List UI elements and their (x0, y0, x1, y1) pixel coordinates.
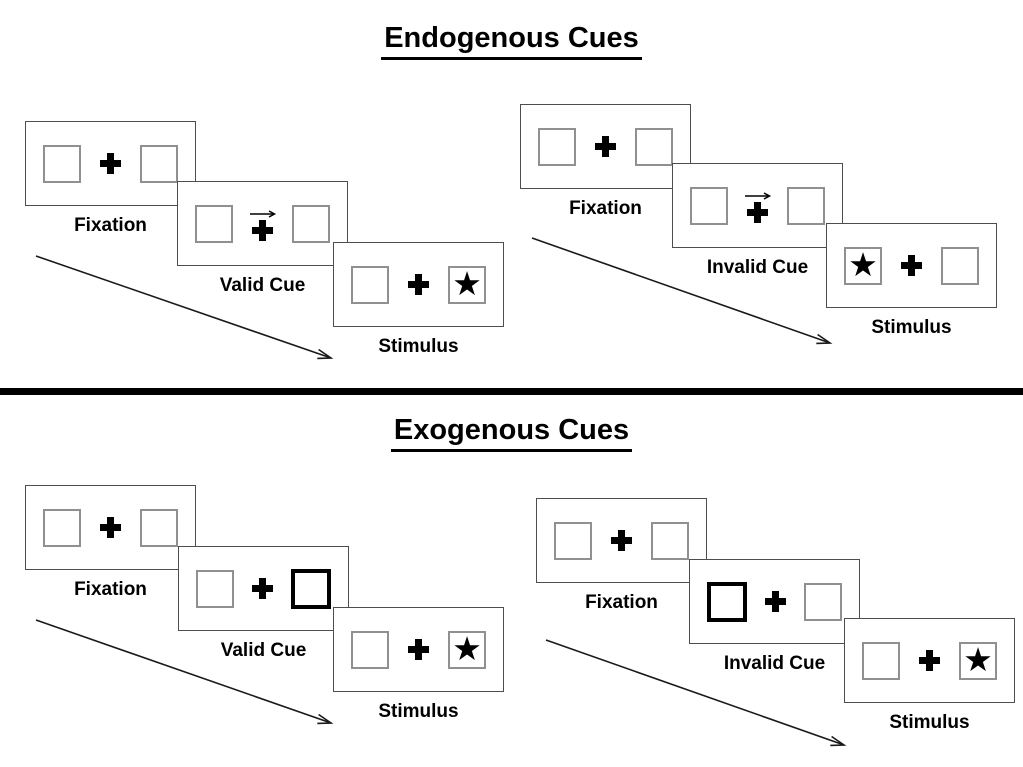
step-fixation: Fixation (520, 104, 691, 220)
right-box (292, 204, 330, 243)
step-label: Fixation (74, 579, 147, 600)
step-stimulus: ★ Stimulus (333, 242, 504, 358)
left-box (351, 630, 389, 669)
right-box-with-target: ★ (959, 641, 997, 680)
fixation-cross-icon (408, 274, 429, 295)
fixation-display (520, 104, 691, 189)
fixation-cross-icon (901, 255, 922, 276)
right-box (787, 186, 825, 225)
fixation-cross-icon (595, 136, 616, 157)
step-label: Invalid Cue (706, 257, 809, 278)
section-title-exogenous-text: Exogenous Cues (390, 414, 633, 452)
time-flow-arrow (35, 619, 334, 725)
target-star-icon: ★ (452, 265, 482, 302)
target-star-icon: ★ (963, 641, 993, 678)
step-valid-cue: Valid Cue (178, 546, 349, 662)
right-box-with-target: ★ (448, 265, 486, 304)
step-fixation: Fixation (25, 121, 196, 237)
right-box-highlight-cue (291, 568, 331, 609)
fixation-cross-icon (919, 650, 940, 671)
stimulus-display: ★ (844, 618, 1015, 703)
time-flow-arrow (35, 255, 334, 360)
fixation-cross-icon (252, 219, 273, 241)
step-label: Fixation (585, 592, 658, 613)
step-label: Stimulus (889, 712, 970, 733)
left-box (195, 204, 233, 243)
right-box (804, 582, 842, 621)
stimulus-display: ★ (826, 223, 997, 308)
step-stimulus: ★ Stimulus (333, 607, 504, 723)
left-box (538, 127, 576, 166)
cue-display (689, 559, 860, 644)
fixation-cross-icon (765, 591, 786, 612)
step-label: Valid Cue (219, 275, 306, 296)
right-box (140, 508, 178, 547)
step-label: Invalid Cue (723, 653, 826, 674)
target-star-icon: ★ (452, 630, 482, 667)
fixation-cross-icon (408, 639, 429, 660)
fixation-cross-icon (611, 530, 632, 551)
fixation-cross-icon (252, 578, 273, 599)
central-cue (743, 189, 773, 223)
section-title-exogenous: Exogenous Cues (0, 414, 1023, 452)
step-stimulus: ★ Stimulus (826, 223, 997, 339)
cue-display (178, 546, 349, 631)
step-label: Fixation (74, 215, 147, 236)
left-box-highlight-cue (707, 581, 747, 622)
time-flow-arrow (545, 639, 847, 747)
left-box (351, 265, 389, 304)
step-label: Stimulus (871, 317, 952, 338)
central-cue (248, 207, 278, 241)
stimulus-display: ★ (333, 242, 504, 327)
right-box (140, 144, 178, 183)
left-box (43, 508, 81, 547)
right-box-with-target: ★ (448, 630, 486, 669)
stimulus-display: ★ (333, 607, 504, 692)
left-box (196, 569, 234, 608)
step-label: Stimulus (378, 701, 459, 722)
right-arrow-icon (744, 191, 771, 200)
fixation-cross-icon (747, 201, 768, 223)
section-title-endogenous-text: Endogenous Cues (381, 22, 642, 60)
left-box (690, 186, 728, 225)
right-arrow-icon (249, 209, 276, 218)
step-label: Fixation (569, 198, 642, 219)
section-title-endogenous: Endogenous Cues (0, 22, 1023, 60)
fixation-cross-icon (100, 517, 121, 538)
fixation-display (25, 121, 196, 206)
fixation-cross-icon (100, 153, 121, 174)
left-box (862, 641, 900, 680)
step-fixation: Fixation (25, 485, 196, 601)
fixation-display (25, 485, 196, 570)
left-box (554, 521, 592, 560)
target-star-icon: ★ (848, 246, 878, 283)
step-valid-cue: Valid Cue (177, 181, 348, 297)
right-box (651, 521, 689, 560)
fixation-display (536, 498, 707, 583)
step-stimulus: ★ Stimulus (844, 618, 1015, 734)
time-flow-arrow (531, 237, 833, 345)
step-label: Valid Cue (220, 640, 307, 661)
step-invalid-cue: Invalid Cue (689, 559, 860, 675)
step-label: Stimulus (378, 336, 459, 357)
right-box (941, 246, 979, 285)
section-divider (0, 388, 1023, 395)
left-box-with-target: ★ (844, 246, 882, 285)
step-fixation: Fixation (536, 498, 707, 614)
right-box (635, 127, 673, 166)
step-invalid-cue: Invalid Cue (672, 163, 843, 279)
cue-display (672, 163, 843, 248)
cue-display (177, 181, 348, 266)
left-box (43, 144, 81, 183)
